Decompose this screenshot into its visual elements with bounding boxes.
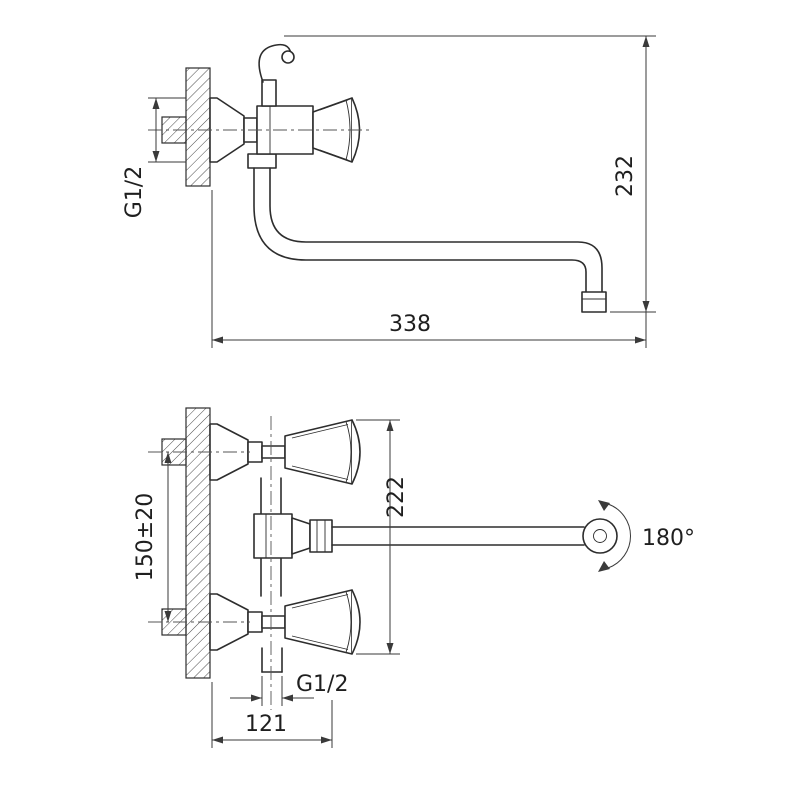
arrowhead-down — [386, 643, 394, 654]
valve-nut-bottom — [247, 611, 263, 633]
handle-flute — [291, 465, 349, 480]
wall-section — [185, 67, 211, 187]
arrowhead-left — [212, 736, 223, 744]
dim-label-outlet-thread: G1/2 — [296, 672, 348, 697]
arrowhead-up — [164, 452, 172, 463]
arrowhead-down — [164, 611, 172, 622]
front-view-dimensions: 150±20 222 180° G1/2 121 — [133, 419, 695, 748]
handle-bottom-cap — [351, 589, 361, 655]
spout-inner-edge — [269, 167, 603, 293]
handle-flute — [319, 149, 349, 161]
arrowhead-right — [251, 694, 262, 702]
handle-top-cap — [351, 419, 361, 485]
spout-nut — [247, 153, 277, 169]
handle-top — [284, 419, 353, 485]
handle-bottom — [284, 589, 353, 655]
arrowhead-left — [212, 336, 223, 344]
arrowhead-up — [386, 420, 394, 431]
handle-flute — [291, 424, 349, 439]
arrowhead-up — [152, 98, 160, 109]
side-view — [148, 43, 607, 313]
dim-label-span: 222 — [384, 476, 409, 518]
spout-cone — [291, 517, 311, 555]
valve-stem-bottom — [261, 615, 286, 629]
spout-end — [582, 518, 618, 554]
swivel-arc — [607, 503, 632, 569]
spout-outer-edge — [253, 167, 587, 293]
valve-nut-top — [247, 441, 263, 463]
arrowhead-down — [642, 301, 650, 312]
dim-label-spacing: 150±20 — [133, 493, 158, 581]
front-view — [148, 407, 618, 710]
dim-label-swivel-angle: 180° — [642, 526, 695, 551]
handle-flute — [319, 99, 349, 111]
shower-hook — [258, 43, 292, 83]
handle-flute — [291, 635, 349, 650]
arrowhead-down — [152, 151, 160, 162]
arrowhead-arc-top — [598, 500, 610, 511]
arrowhead-left — [282, 694, 293, 702]
hook-tip — [281, 50, 295, 64]
arrowhead-up — [642, 36, 650, 47]
spout-connection-nut — [309, 519, 333, 553]
side-view-dimensions: G1/2 232 338 — [122, 35, 656, 348]
spout-end-detail — [593, 529, 607, 543]
dim-label-reach: 338 — [389, 312, 431, 337]
arrowhead-right — [635, 336, 646, 344]
dim-label-height: 232 — [613, 155, 638, 197]
handle-flute — [345, 591, 352, 653]
handle-flute — [291, 594, 349, 609]
spout-collar — [253, 513, 293, 559]
wall-section — [185, 407, 211, 679]
dim-label-inlet-thread: G1/2 — [122, 166, 147, 218]
dim-label-projection: 121 — [245, 712, 287, 737]
valve-stem-top — [261, 445, 286, 459]
diverter-stem — [261, 79, 277, 107]
arrowhead-arc-bottom — [598, 561, 610, 572]
aerator — [581, 291, 607, 313]
arrowhead-right — [321, 736, 332, 744]
handle-flute — [345, 421, 352, 483]
